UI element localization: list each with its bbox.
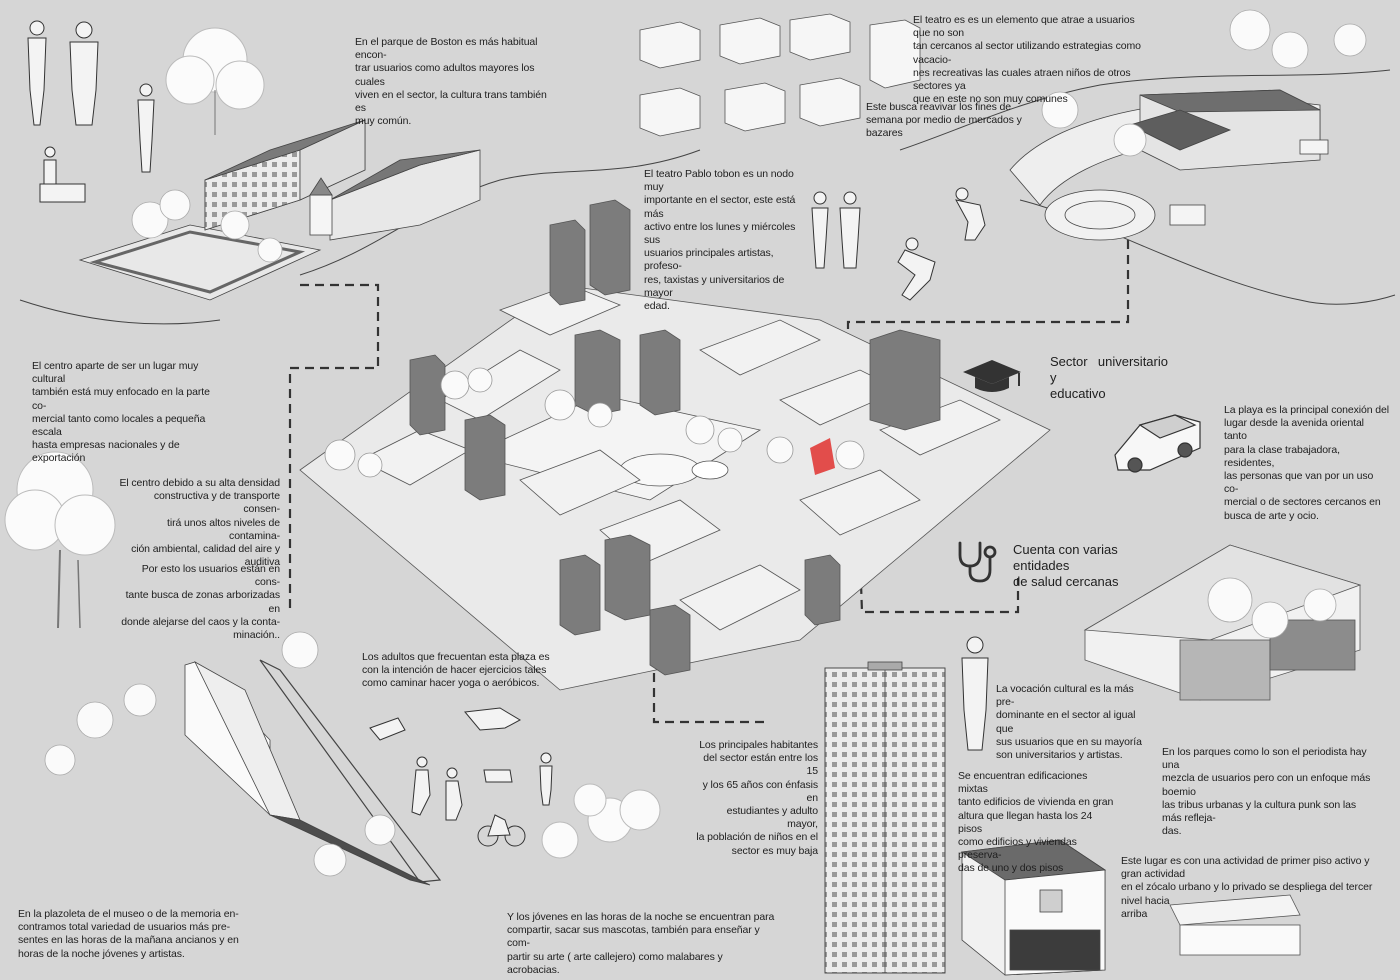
note-mercados: Este busca reavivar los fines de semana … — [866, 101, 1022, 140]
person-figure — [445, 767, 463, 821]
connector-habitantes — [652, 598, 770, 724]
crouching-figure — [955, 187, 986, 241]
note-plazoleta: En la plazoleta de el museo o de la memo… — [18, 908, 239, 960]
note-adultos-plaza: Los adultos que frecuentan esta plaza es… — [362, 651, 550, 690]
small-house — [960, 839, 1107, 976]
note-teatro-vacaciones: El teatro es es un elemento que atrae a … — [913, 14, 1141, 106]
note-pablo-tobon: El teatro Pablo tobon es un nodo muy imp… — [644, 168, 796, 313]
central-city-model — [299, 199, 1051, 691]
residential-tower — [824, 661, 946, 974]
note-jovenes: Y los jóvenes en las horas de la noche s… — [507, 911, 775, 976]
note-vocacion: La vocación cultural es la más pre- domi… — [996, 683, 1142, 762]
connector-salud — [858, 554, 1020, 614]
dancer-figure — [897, 237, 936, 301]
graduation-cap-icon — [963, 360, 1021, 392]
note-arborizadas: Por esto los usuarios están en cons- tan… — [121, 563, 280, 642]
market-stalls-drawing — [639, 13, 921, 137]
shop-front — [1169, 894, 1301, 956]
label-salud: Cuenta con varias entidades de salud cer… — [1013, 542, 1119, 589]
note-primer-piso: Este lugar es con una actividad de prime… — [1121, 855, 1373, 920]
theater-drawing — [1009, 9, 1367, 241]
label-universitario: Sector universitario y educativo — [1050, 354, 1168, 401]
runner-figure — [464, 707, 522, 731]
boston-park-drawing — [78, 119, 481, 301]
note-boston: En el parque de Boston es más habitual e… — [355, 36, 547, 128]
note-edificaciones: Se encuentran edificaciones mixtas tanto… — [958, 770, 1114, 875]
city-towers — [409, 199, 941, 676]
large-trees — [4, 27, 661, 859]
note-habitantes: Los principales habitantes del sector es… — [696, 739, 818, 857]
stethoscope-icon — [958, 541, 997, 583]
note-playa: La playa es la principal conexión del lu… — [1224, 404, 1389, 522]
person-figure — [411, 756, 431, 816]
connector-boston — [288, 283, 380, 612]
note-densidad: El centro debido a su alta densidad cons… — [119, 477, 280, 569]
note-centro-cultural: El centro aparte de ser un lugar muy cul… — [32, 360, 210, 465]
highlight-lot — [810, 438, 835, 475]
dog-figure — [483, 769, 513, 783]
person-figure — [27, 20, 47, 126]
cyclist-figure — [477, 814, 526, 847]
city-blocks — [359, 284, 1001, 631]
yoga-figure — [369, 717, 406, 741]
model-trees — [324, 367, 865, 478]
note-periodista: En los parques como lo son el periodista… — [1162, 746, 1371, 838]
person-figure — [69, 21, 99, 126]
museum-plaza — [44, 631, 442, 886]
person-figure — [961, 636, 989, 751]
people-silhouettes — [27, 20, 989, 847]
person-figure — [39, 146, 86, 203]
person-figure — [137, 83, 155, 173]
person-figure — [839, 191, 861, 269]
person-figure — [539, 752, 553, 806]
periodista-block — [1083, 544, 1362, 701]
person-figure — [811, 191, 829, 269]
suv-car — [1114, 414, 1201, 473]
